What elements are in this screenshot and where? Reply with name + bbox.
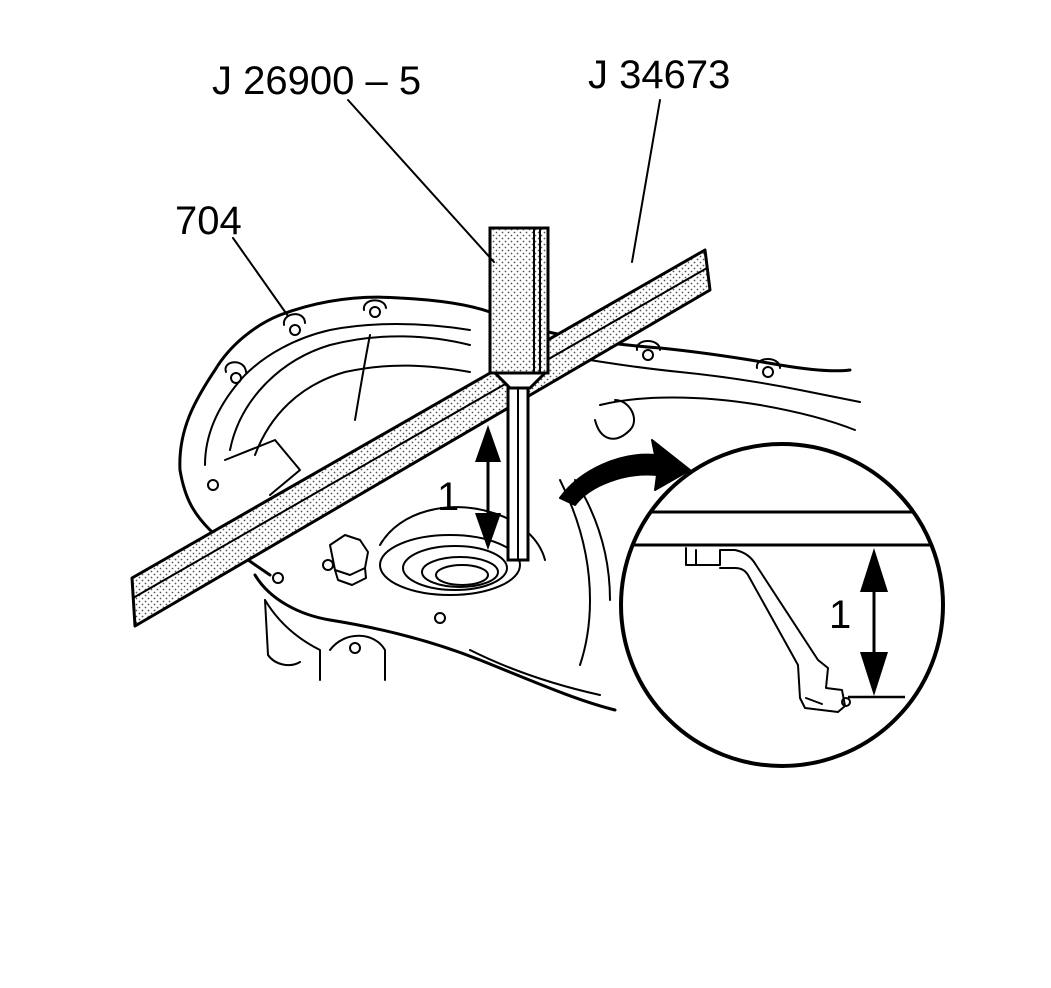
detail-pointer-arrow <box>559 439 691 506</box>
depth-gauge <box>488 226 550 562</box>
label-tool-bar: J 34673 <box>588 53 730 97</box>
transmission-case <box>178 295 861 712</box>
dimension-arrow-main <box>475 425 501 550</box>
label-tool-gauge: J 26900 – 5 <box>212 59 421 103</box>
label-part-case: 704 <box>175 199 242 243</box>
detail-magnifier <box>619 442 945 768</box>
leader-lines <box>232 99 661 317</box>
label-dimension-detail: 1 <box>829 593 851 637</box>
label-dimension-main: 1 <box>437 475 459 519</box>
